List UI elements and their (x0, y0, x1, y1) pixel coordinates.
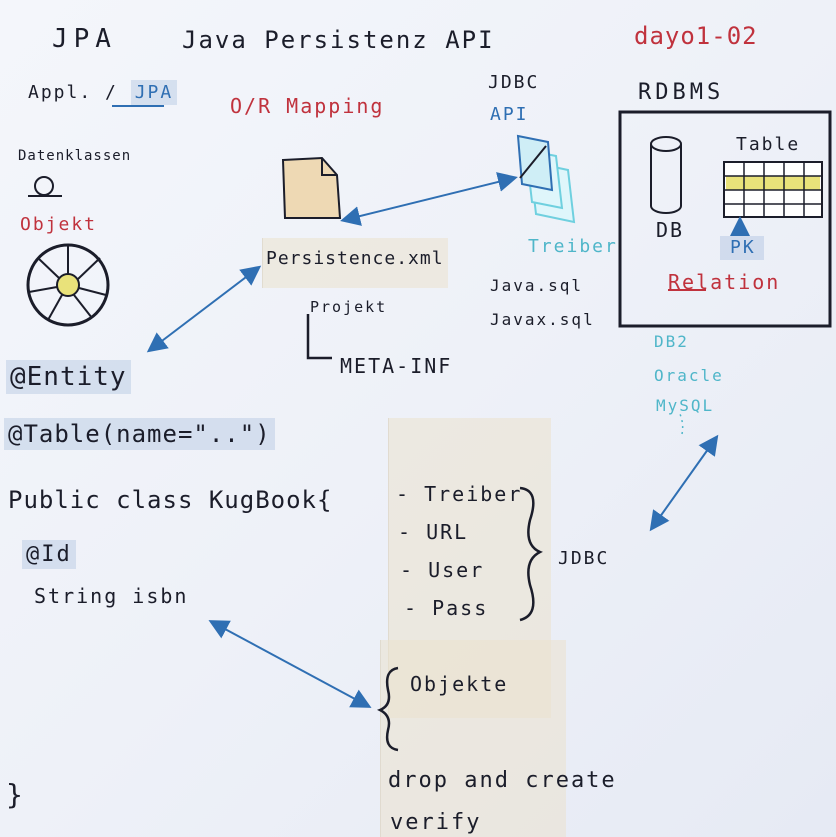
closing-brace: } (6, 778, 25, 811)
arrow-doc-jdbc (340, 172, 518, 226)
api-title: API (490, 104, 529, 125)
java-sql-package: Java.sql (490, 276, 584, 295)
appl-text: Appl. / (28, 82, 131, 103)
jdbc-driver-icon (516, 134, 576, 224)
projekt-label: Projekt (310, 298, 388, 316)
document-icon (281, 156, 342, 219)
title-java-persistenz-api: Java Persistenz API (182, 26, 495, 54)
jdbc-brace-label: JDBC (558, 548, 610, 569)
jdbc-item-user: - User (400, 558, 485, 582)
object-wheel-icon (26, 243, 110, 327)
jdbc-item-url: - URL (398, 520, 469, 544)
object-small-circle (34, 176, 54, 196)
table-label: Table (736, 134, 801, 155)
verify-label: verify (390, 810, 482, 835)
persistence-xml: Persistence.xml (266, 248, 444, 269)
db-cylinder-icon (650, 136, 682, 214)
title-jpa: JPA (52, 24, 117, 54)
appl-label: Appl. / JPA (28, 80, 178, 105)
vendor-oracle: Oracle (654, 366, 724, 385)
arrow-entity-persistence (146, 265, 262, 353)
jdbc-item-treiber: - Treiber (396, 482, 523, 506)
jdbc-title: JDBC (488, 72, 540, 93)
entity-annotation: @Entity (6, 360, 131, 394)
table-grid-icon (723, 161, 823, 218)
relation-label: Relation (668, 270, 781, 294)
datenklassen-label: Datenklassen (18, 148, 132, 164)
arrow-isbn-objekte (208, 620, 372, 708)
title-date: dayo1-02 (634, 22, 758, 50)
arrow-jdbc-db (649, 434, 719, 532)
treiber-label: Treiber (528, 236, 618, 257)
db-label: DB (656, 218, 685, 242)
objekte-label: Objekte (410, 672, 509, 696)
isbn-field: String isbn (34, 584, 189, 608)
tape-strip-bottom (380, 640, 566, 837)
jdbc-item-pass: - Pass (404, 596, 489, 620)
vendor-mysql: MySQL (656, 396, 715, 415)
rdbms-title: RDBMS (638, 80, 725, 105)
appl-jpa: JPA (130, 80, 178, 105)
meta-inf-label: META-INF (340, 354, 453, 378)
javax-sql-package: Javax.sql (490, 310, 595, 329)
drop-and-create: drop and create (388, 768, 617, 793)
tape-strip-persistence (262, 238, 448, 288)
vendor-db2: DB2 (654, 332, 689, 351)
class-declaration: Public class KugBook{ (8, 486, 333, 514)
table-annotation: @Table(name="..") (4, 418, 275, 450)
objekt-label: Objekt (20, 214, 98, 235)
id-annotation: @Id (22, 540, 76, 569)
rdbms-box (618, 110, 832, 328)
or-mapping-label: O/R Mapping (230, 94, 385, 118)
pk-label: PK (730, 237, 756, 258)
